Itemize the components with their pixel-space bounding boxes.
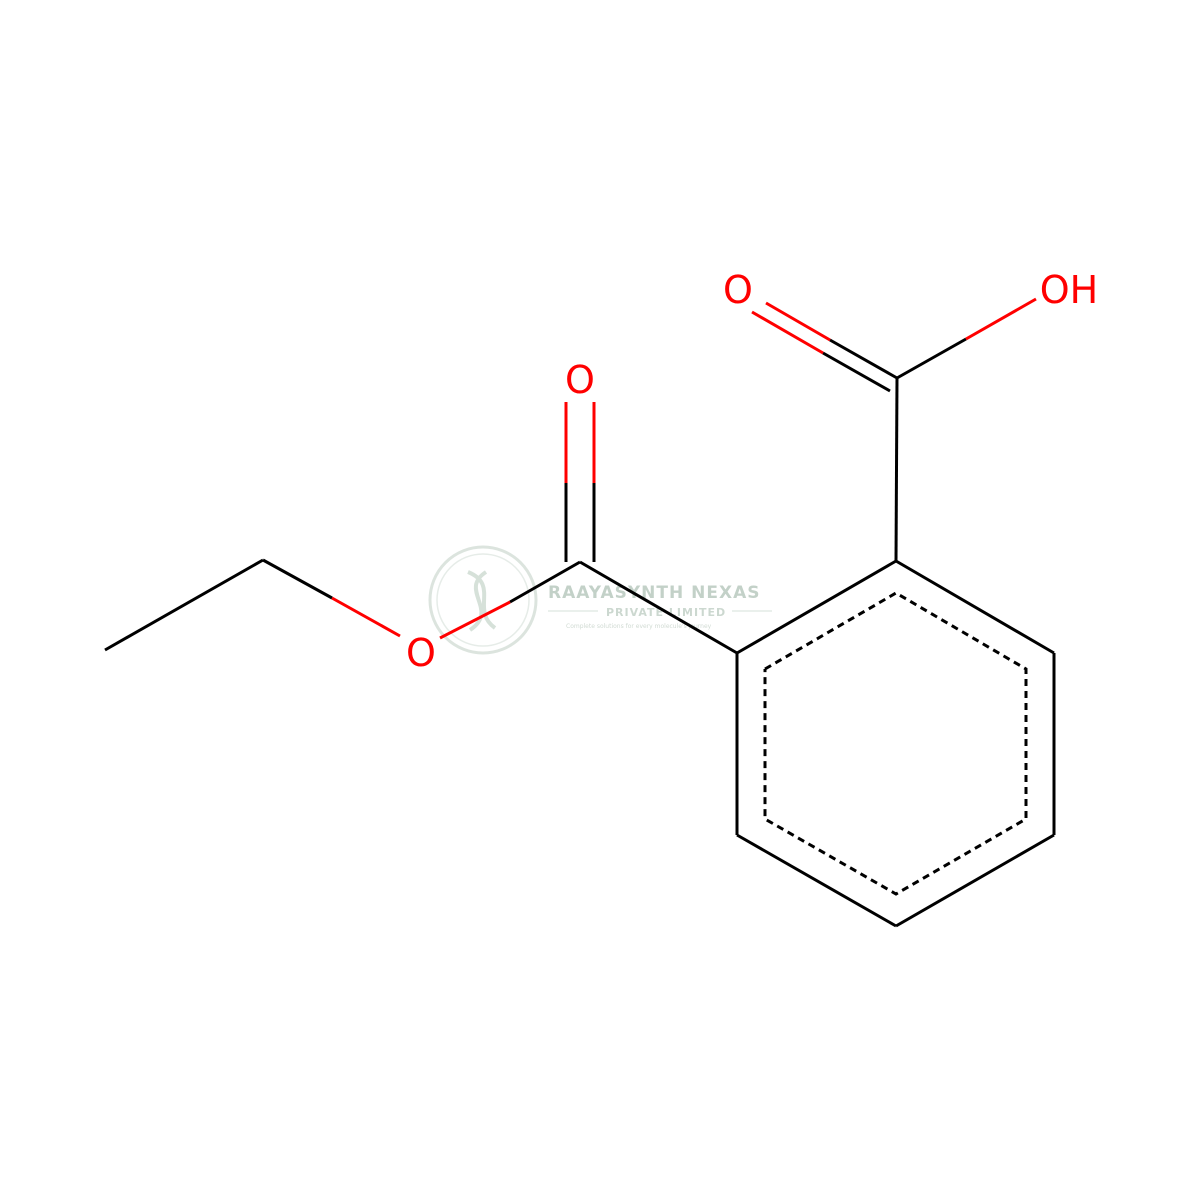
ester-o-bond-red: [439, 600, 511, 640]
watermark-logo-ring: [428, 545, 538, 655]
acid-oh-bond-black: [896, 337, 967, 380]
watermark: RAAYASYNTH NEXAS PRIVATE LIMITED Complet…: [428, 545, 772, 655]
acid-oh-bond-red: [965, 297, 1037, 341]
acid-co-bond-black-a: [829, 338, 898, 380]
watermark-company: RAAYASYNTH NEXAS: [548, 583, 761, 603]
acid-co-bond-red-b: [751, 310, 824, 355]
ethyl-o-bond-red: [331, 596, 401, 638]
ester-carbon-bond: [579, 560, 738, 655]
carboxylic-acid-group: O OH: [723, 268, 1098, 562]
ring-bond-1: [736, 559, 897, 655]
acid-carbonyl-oxygen-label: O: [723, 268, 753, 312]
ester-carbonyl-oxygen-label: O: [565, 358, 595, 402]
aromatic-inner-ring: [763, 591, 1028, 896]
ring-bond-4: [895, 833, 1055, 928]
ester-oxygen-label: O: [406, 631, 436, 675]
ethyl-cc-bond: [104, 558, 264, 652]
ring-bond-5: [736, 833, 897, 928]
ester-o-bond-black: [509, 560, 581, 604]
watermark-logo-inner-ring: [436, 553, 530, 647]
acid-hydroxyl-label: OH: [1040, 268, 1098, 312]
ethyl-o-bond-black: [262, 558, 333, 600]
watermark-helix-icon: [467, 570, 497, 632]
ring-bond-2: [895, 559, 1055, 655]
acid-co-bond-red-a: [765, 301, 831, 342]
benzene-ring: [735, 559, 1056, 928]
ethyl-ester-group: O O: [104, 358, 738, 675]
acid-co-bond-black-b: [822, 351, 891, 393]
watermark-tagline: Complete solutions for every molecule's …: [566, 623, 712, 630]
acid-carbon-bond: [894, 377, 899, 562]
